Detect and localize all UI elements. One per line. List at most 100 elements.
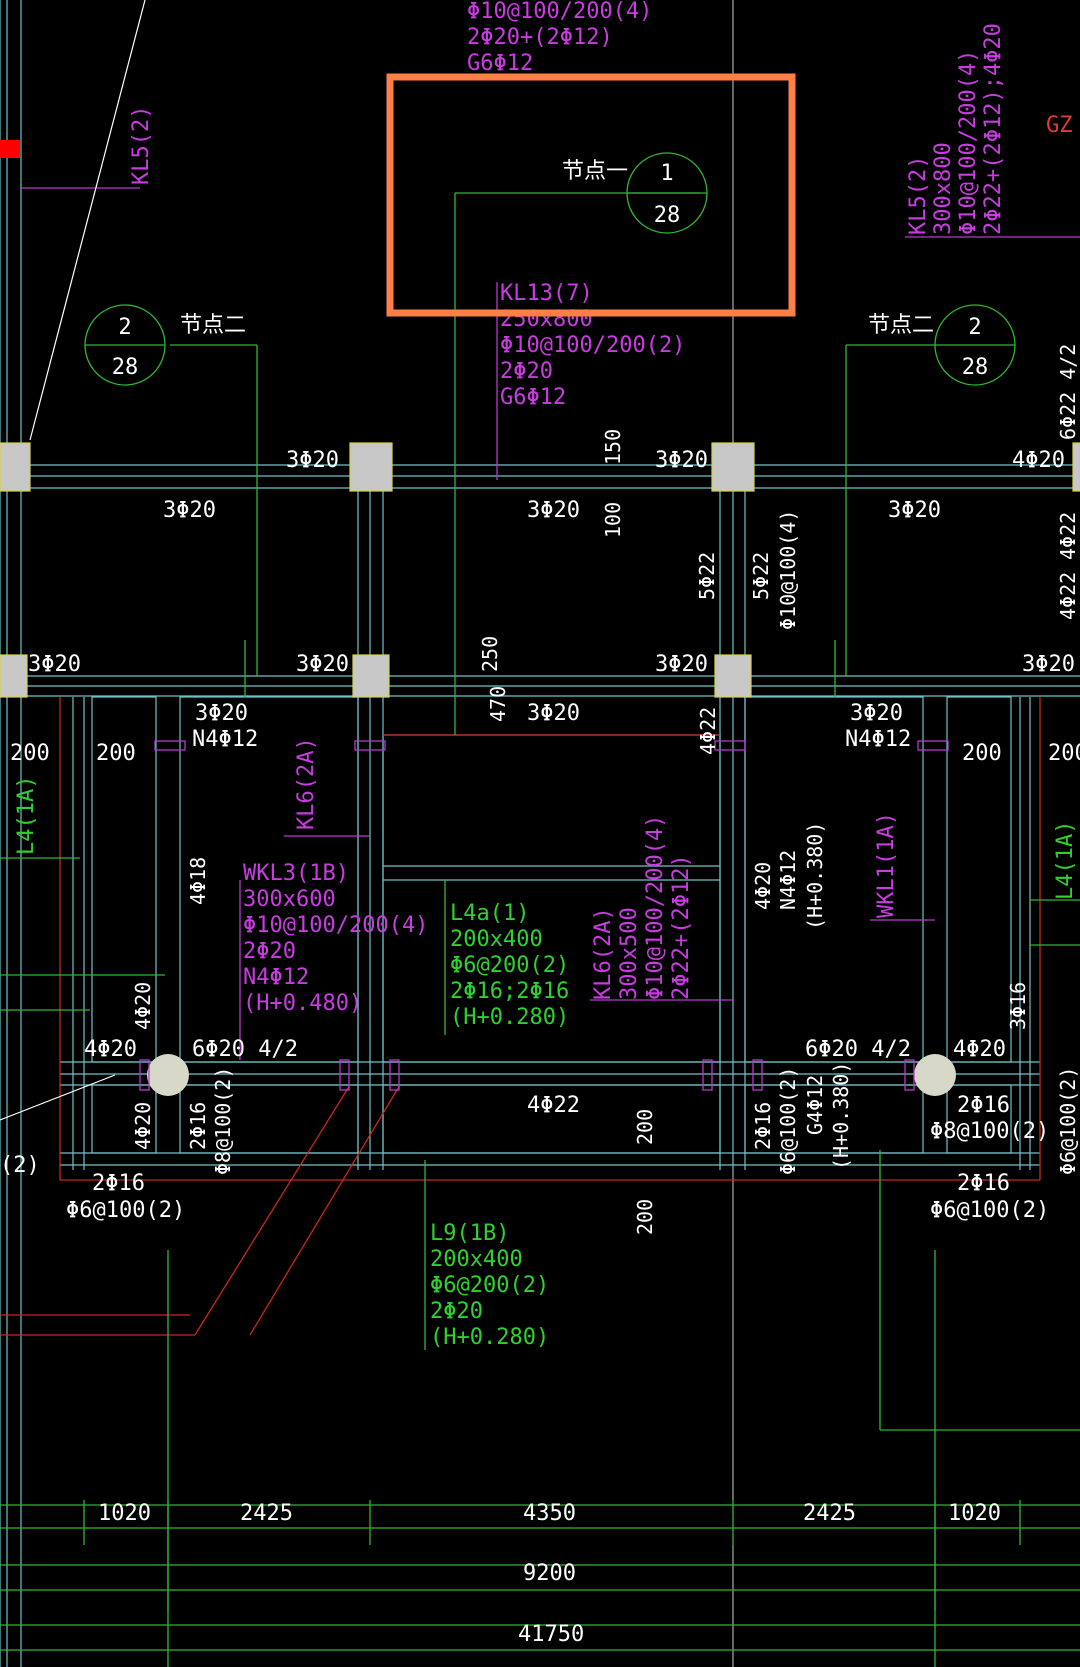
rebar-4p22-mid: 4Φ22 bbox=[696, 707, 720, 755]
rebar-g4p12-v: G4Φ12 bbox=[803, 1075, 827, 1135]
rebar-2p16-bot-left: 2Φ16 bbox=[92, 1171, 145, 1196]
column bbox=[1072, 442, 1080, 492]
rebar-top-2: 3Φ20 bbox=[655, 448, 708, 473]
kl6-b-line-1: KL6(2A) bbox=[591, 907, 616, 1000]
red-lines bbox=[0, 697, 1041, 1336]
dim-200-3: 200 bbox=[962, 741, 1002, 766]
rebar-top-3: 4Φ20 bbox=[1012, 448, 1065, 473]
middle-beam bbox=[0, 675, 1080, 697]
rebar-4p20-v-low: 4Φ20 bbox=[131, 1102, 155, 1150]
rebar-top-4: 3Φ20 bbox=[163, 498, 216, 523]
kl13-line-5: G6Φ12 bbox=[500, 385, 566, 410]
wkl1-label: WKL1(1A) bbox=[874, 812, 899, 918]
rebar-4p20-low-1: 4Φ20 bbox=[84, 1037, 137, 1062]
l4a-line-1: L4a(1) bbox=[450, 901, 529, 926]
column bbox=[714, 654, 752, 698]
columns bbox=[0, 140, 1080, 1096]
top-beam bbox=[0, 464, 1080, 489]
dim-150: 150 bbox=[601, 429, 625, 465]
rebar-3p16: 3Φ16 bbox=[1006, 982, 1030, 1030]
kl5-left-label: KL5(2) bbox=[129, 106, 154, 185]
lower-room-outlines bbox=[60, 696, 1040, 1170]
l4a-line-4: 2Φ16;2Φ16 bbox=[450, 979, 569, 1004]
kl5-right-line-1: KL5(2) bbox=[906, 156, 931, 235]
kl6-b-line-3: Φ10@100/200(4) bbox=[643, 815, 668, 1000]
rebar-4p22-low: 4Φ22 bbox=[527, 1093, 580, 1118]
column bbox=[352, 654, 390, 698]
detail-2-right-number: 2 bbox=[968, 315, 981, 340]
kl5-right-line-2: 300x800 bbox=[931, 142, 956, 235]
rebar-mid-3: 3Φ20 bbox=[655, 652, 708, 677]
dim-9200: 9200 bbox=[523, 1561, 576, 1586]
rebar-5p22-left: 5Φ22 bbox=[695, 552, 719, 600]
kl13-line-1: KL13(7) bbox=[500, 281, 593, 306]
gz-label: GZ bbox=[1046, 113, 1073, 138]
l4a-line-3: Φ6@200(2) bbox=[450, 953, 569, 978]
rebar-stirrup-right: Φ10@100(4) bbox=[776, 510, 800, 630]
wkl3-line-1: WKL3(1B) bbox=[243, 861, 349, 886]
top-text-1: Φ10@100/200(4) bbox=[467, 0, 652, 24]
detail-2-left-sheet: 28 bbox=[112, 355, 139, 380]
rebar-low-3: 3Φ20 bbox=[850, 701, 903, 726]
rebar-2p16-v-right: 2Φ16 bbox=[751, 1102, 775, 1150]
dim-200-1: 200 bbox=[10, 741, 50, 766]
rebar-4p20-low-2: 4Φ20 bbox=[953, 1037, 1006, 1062]
column bbox=[349, 442, 393, 492]
detail-1-sheet: 28 bbox=[654, 203, 681, 228]
column bbox=[711, 442, 755, 492]
vertical-beams bbox=[357, 488, 746, 1170]
column bbox=[0, 442, 31, 492]
grid-lines bbox=[0, 0, 734, 1667]
wkl3-line-4: 2Φ20 bbox=[243, 939, 296, 964]
dim-41750: 41750 bbox=[518, 1622, 584, 1647]
l4-right-label: L4(1A) bbox=[1053, 821, 1078, 900]
rebar-6p20-left: 6Φ20 4/2 bbox=[192, 1037, 298, 1062]
dim-250: 250 bbox=[478, 636, 502, 672]
top-text-3: G6Φ12 bbox=[467, 51, 533, 76]
rebar-p6-bot-right: Φ6@100(2) bbox=[930, 1198, 1049, 1223]
rebar-4p22-side-1: 4Φ22 bbox=[1056, 512, 1080, 560]
kl5-right-line-4: 2Φ22+(2Φ12);4Φ20 bbox=[981, 23, 1006, 235]
rebar-n4p12-2: N4Φ12 bbox=[845, 727, 911, 752]
node-one-label: 节点一 bbox=[562, 159, 628, 184]
rebar-h0380-v: (H+0.380) bbox=[803, 822, 827, 930]
rebar-marks bbox=[139, 740, 949, 1091]
l4-left-label: L4(1A) bbox=[14, 776, 39, 855]
rebar-top-1: 3Φ20 bbox=[286, 448, 339, 473]
kl13-line-4: 2Φ20 bbox=[500, 359, 553, 384]
rebar-p6-v-right: Φ6@100(2) bbox=[776, 1067, 800, 1175]
rebar-top-6: 3Φ20 bbox=[888, 498, 941, 523]
detail-1-number: 1 bbox=[660, 161, 673, 186]
rebar-6p20-right: 6Φ20 4/2 bbox=[805, 1037, 911, 1062]
rebar-low-1: 3Φ20 bbox=[195, 701, 248, 726]
dim-200-v-2: 200 bbox=[633, 1199, 657, 1235]
rebar-mid-1: 3Φ20 bbox=[28, 652, 81, 677]
rebar-h0380-v-2: (H+0.380) bbox=[829, 1062, 853, 1170]
rebar-2p16-v-left: 2Φ16 bbox=[186, 1102, 210, 1150]
white-lines bbox=[0, 0, 146, 1121]
rebar-p6-bot-left: Φ6@100(2) bbox=[66, 1198, 185, 1223]
wkl3-line-2: 300x600 bbox=[243, 887, 336, 912]
dim-100: 100 bbox=[601, 502, 625, 538]
rebar-4p20-v-left: 4Φ20 bbox=[131, 982, 155, 1030]
dim-200-2: 200 bbox=[96, 741, 136, 766]
detail-2-left-number: 2 bbox=[118, 315, 131, 340]
l4a-line-2: 200x400 bbox=[450, 927, 543, 952]
l9-line-2: 200x400 bbox=[430, 1247, 523, 1272]
rebar-4p22-side-2: 4Φ22 bbox=[1056, 572, 1080, 620]
l9-line-1: L9(1B) bbox=[430, 1221, 509, 1246]
column-round bbox=[914, 1054, 956, 1096]
rebar-p8-right: Φ8@100(2) bbox=[930, 1119, 1049, 1144]
rebar-2p16-right-1: 2Φ16 bbox=[957, 1093, 1010, 1118]
dim-1020-right: 1020 bbox=[948, 1501, 1001, 1526]
detail-2-right-sheet: 28 bbox=[962, 355, 989, 380]
green-lines bbox=[0, 192, 1080, 1667]
column bbox=[0, 140, 20, 158]
rebar-p6-v-edge: Φ6@100(2) bbox=[1056, 1067, 1080, 1175]
detail-symbols bbox=[84, 152, 1016, 386]
highlight-box bbox=[386, 73, 796, 317]
rebar-n4p12-1: N4Φ12 bbox=[192, 727, 258, 752]
node-two-left-label: 节点二 bbox=[180, 313, 246, 338]
wkl3-line-5: N4Φ12 bbox=[243, 965, 309, 990]
rebar-low-2: 3Φ20 bbox=[527, 701, 580, 726]
